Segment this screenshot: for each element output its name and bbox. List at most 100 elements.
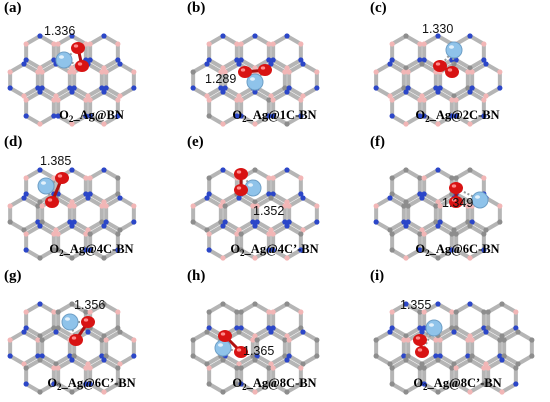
bond bbox=[285, 192, 303, 204]
bond bbox=[56, 358, 74, 370]
oxygen-atom bbox=[75, 60, 89, 72]
bond bbox=[484, 354, 502, 366]
lattice-atom bbox=[69, 301, 75, 307]
lattice-atom bbox=[421, 57, 427, 63]
panel-i: (i) 1.355 O2_Ag@8C’-BN bbox=[366, 268, 549, 402]
bond bbox=[287, 330, 305, 342]
lattice-atom bbox=[403, 301, 409, 307]
oxygen-highlight bbox=[447, 68, 453, 72]
silver-highlight bbox=[475, 195, 480, 199]
lattice-atom bbox=[55, 325, 61, 331]
lattice-atom bbox=[314, 219, 320, 225]
bond-length-label: 1.289 bbox=[205, 72, 237, 86]
bond bbox=[269, 220, 287, 232]
lattice-atom bbox=[238, 247, 244, 253]
lattice-atom bbox=[417, 175, 423, 181]
ag-o-bond bbox=[222, 347, 242, 353]
lattice-atom bbox=[7, 353, 13, 359]
bond bbox=[239, 34, 257, 46]
lattice-atom bbox=[405, 69, 411, 75]
bond bbox=[406, 62, 424, 74]
lattice-atom bbox=[252, 65, 258, 71]
lattice-atom bbox=[403, 33, 409, 39]
bond bbox=[86, 86, 104, 98]
bond bbox=[102, 302, 120, 314]
lattice-atom bbox=[284, 167, 290, 173]
lattice-atom bbox=[298, 231, 304, 237]
bond bbox=[406, 86, 424, 98]
lattice-atom bbox=[387, 61, 393, 67]
bond bbox=[255, 354, 273, 366]
bond bbox=[468, 168, 486, 180]
bond bbox=[207, 114, 225, 126]
lattice-atom bbox=[405, 219, 411, 225]
lattice-atom bbox=[433, 203, 439, 209]
panel-caption: O2_Ag@BN bbox=[59, 108, 124, 124]
bond bbox=[102, 58, 120, 70]
bond bbox=[470, 220, 488, 232]
bond bbox=[500, 302, 518, 314]
lattice-atom bbox=[87, 309, 93, 315]
lattice-atom bbox=[115, 41, 121, 47]
silver-highlight bbox=[429, 323, 434, 327]
lattice-atom bbox=[453, 247, 459, 253]
lattice-atom bbox=[373, 353, 379, 359]
ag-o-bond bbox=[419, 327, 435, 341]
lattice-atom bbox=[39, 69, 45, 75]
lattice-atom bbox=[254, 353, 260, 359]
lattice-atom bbox=[389, 57, 395, 63]
lattice-atom bbox=[405, 203, 411, 209]
bond bbox=[470, 330, 488, 342]
bond bbox=[221, 302, 239, 314]
oxygen-atom bbox=[234, 184, 248, 196]
bond bbox=[271, 34, 289, 46]
lattice-atom bbox=[483, 61, 489, 67]
lattice-atom bbox=[238, 113, 244, 119]
molecule-structure-i bbox=[373, 301, 535, 395]
lattice-atom bbox=[55, 365, 61, 371]
bond bbox=[38, 114, 56, 126]
lattice-atom bbox=[117, 329, 123, 335]
lattice-atom bbox=[286, 353, 292, 359]
lattice-atom bbox=[115, 113, 121, 119]
bond bbox=[8, 196, 26, 208]
lattice-atom bbox=[35, 337, 41, 343]
lattice-atom bbox=[266, 41, 272, 47]
lattice-atom bbox=[115, 309, 121, 315]
lattice-atom bbox=[69, 357, 75, 363]
lattice-atom bbox=[300, 195, 306, 201]
lattice-atom bbox=[85, 329, 91, 335]
lattice-atom bbox=[85, 93, 91, 99]
bond-length-label: 1.352 bbox=[253, 204, 285, 218]
lattice-atom bbox=[220, 199, 226, 205]
lattice-atom bbox=[131, 337, 137, 343]
lattice-atom bbox=[483, 93, 489, 99]
bond bbox=[207, 34, 225, 46]
oxygen-highlight bbox=[451, 198, 457, 202]
lattice-atom bbox=[284, 389, 290, 395]
lattice-atom bbox=[284, 333, 290, 339]
bond bbox=[374, 62, 392, 74]
lattice-atom bbox=[284, 65, 290, 71]
lattice-atom bbox=[67, 203, 73, 209]
lattice-atom bbox=[266, 247, 272, 253]
bond bbox=[285, 90, 303, 102]
bond bbox=[438, 330, 456, 342]
lattice-atom bbox=[87, 191, 93, 197]
lattice-atom bbox=[513, 381, 519, 387]
bond bbox=[516, 330, 534, 342]
bond bbox=[70, 192, 88, 204]
lattice-atom bbox=[21, 329, 27, 335]
lattice-atom bbox=[83, 247, 89, 253]
lattice-atom bbox=[497, 203, 503, 209]
lattice-atom bbox=[83, 175, 89, 181]
lattice-atom bbox=[238, 381, 244, 387]
lattice-atom bbox=[433, 353, 439, 359]
oxygen-atom bbox=[55, 172, 69, 184]
lattice-atom bbox=[481, 365, 487, 371]
bond bbox=[438, 354, 456, 366]
lattice-atom bbox=[234, 309, 240, 315]
bond bbox=[24, 192, 42, 204]
lattice-atom bbox=[101, 167, 107, 173]
lattice-atom bbox=[421, 325, 427, 331]
